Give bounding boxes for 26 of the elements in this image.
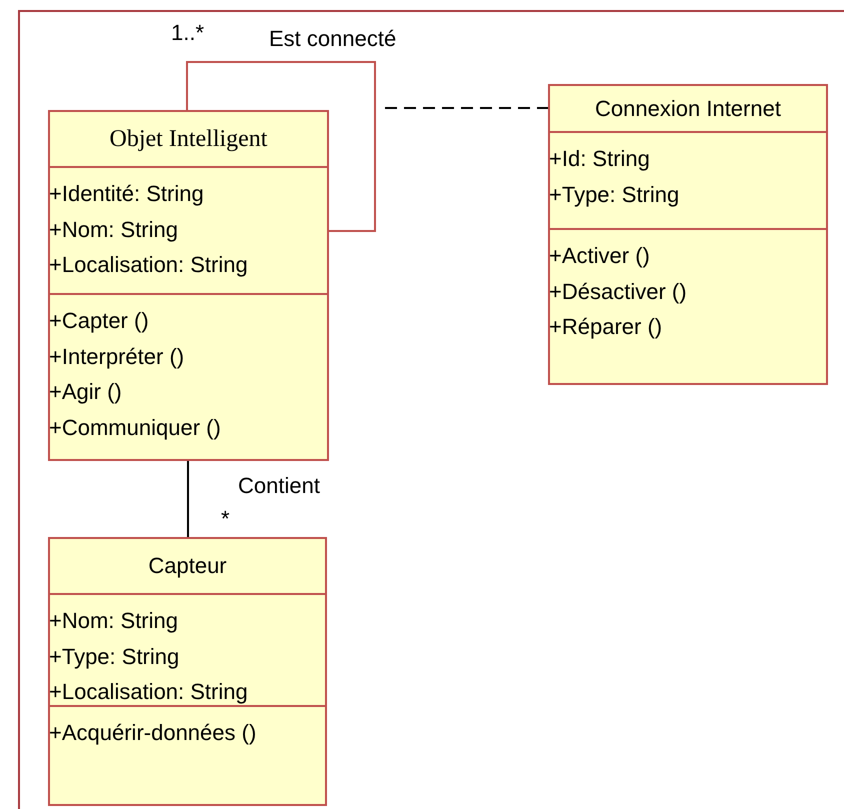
method-text: +Capter (): [49, 307, 149, 335]
method-text: +Activer (): [549, 242, 650, 270]
dashed-line: [385, 107, 548, 109]
class-box: [48, 110, 329, 461]
method-text: +Acquérir-données (): [49, 719, 256, 747]
association-line: [187, 461, 189, 537]
compartment: [48, 593, 327, 705]
class-box: [48, 537, 327, 806]
class-name: Capteur: [147, 553, 228, 580]
method-text: +Désactiver (): [549, 278, 687, 306]
attribute-text: +Nom: String: [49, 607, 178, 635]
class-name: Connexion Internet: [594, 96, 782, 122]
method-text: +Communiquer (): [49, 414, 221, 442]
attribute-text: +Id: String: [549, 145, 650, 173]
attribute-text: +Type: String: [49, 642, 180, 671]
method-text: +Interpréter (): [49, 342, 184, 371]
attribute-text: +Localisation: String: [49, 678, 248, 706]
attribute-text: +Identité: String: [49, 180, 204, 208]
class-box: [548, 84, 828, 385]
class-name: Objet Intelligent: [108, 125, 268, 154]
attribute-text: +Type: String: [549, 180, 680, 209]
attribute-text: +Nom: String: [49, 216, 178, 244]
association-line: [186, 61, 376, 232]
method-text: +Réparer (): [549, 313, 662, 341]
attribute-text: +Localisation: String: [49, 251, 248, 279]
method-text: +Agir (): [49, 378, 122, 406]
